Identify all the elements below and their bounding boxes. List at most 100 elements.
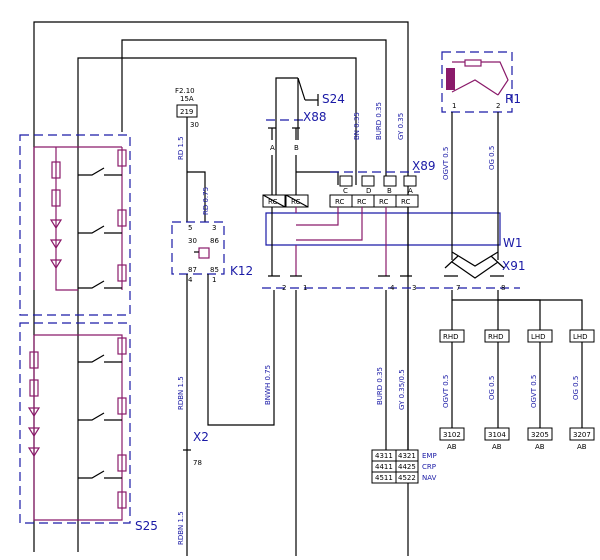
x88-pin-b: B xyxy=(294,144,299,152)
wire-burd035-b: BURD 0.35 xyxy=(376,367,384,405)
wire-rdbn15-a: RDBN 1.5 xyxy=(177,376,185,410)
w1-label: W1 xyxy=(503,236,523,250)
rc-3: RC xyxy=(335,198,345,206)
w1-block: W1 xyxy=(265,207,523,276)
rc-2: RC xyxy=(291,198,301,206)
terminal-id-4: 3207 xyxy=(573,431,591,439)
fuse-name: F2.10 xyxy=(175,87,195,95)
k12-pin-1: 1 xyxy=(212,276,216,284)
k12-pin-4: 4 xyxy=(188,276,193,284)
terminal-sub-1: AB xyxy=(447,443,457,451)
drive-label-1: RHD xyxy=(443,333,459,341)
code-a-nav: 4511 xyxy=(375,474,393,482)
fuse-id: 219 xyxy=(180,108,193,116)
terminal-box-2 xyxy=(484,427,510,441)
terminal-id-1: 3102 xyxy=(443,431,461,439)
wire-bnwh075: BNWH 0.75 xyxy=(264,365,272,405)
conn-pin-1: 1 xyxy=(303,284,307,292)
x89-pin-b: B xyxy=(387,187,392,195)
wire-og05-top: OG 0.5 xyxy=(488,146,496,170)
fuse-rating: 15A xyxy=(180,95,194,103)
drive-label-4: LHD xyxy=(573,333,588,341)
s24-label: S24 xyxy=(322,92,345,106)
wire-burd035: BURD 0.35 xyxy=(375,102,383,140)
wire-gy035-05: GY 0.35/0.5 xyxy=(398,369,406,410)
terminal-sub-2: AB xyxy=(492,443,502,451)
conn-pin-3: 3 xyxy=(412,284,416,292)
x88-connector: A B X88 S24 xyxy=(266,78,345,195)
r1-pin-2: 2 xyxy=(496,102,500,110)
wire-bn035: BN 0.35 xyxy=(353,112,361,140)
conn-pin-4: 4 xyxy=(390,284,395,292)
k12-pin-87: 87 xyxy=(188,266,197,274)
k12-coil xyxy=(198,247,210,259)
k12-pin-3: 3 xyxy=(212,224,216,232)
k12-relay: 5 3 30 86 87 85 4 1 K12 xyxy=(171,221,275,556)
terminal-sub-4: AB xyxy=(577,443,587,451)
wire-rd075: RD 0.75 xyxy=(202,187,210,215)
rc-blocks: RC RC RC RC RC RC xyxy=(262,194,419,208)
x89-connector: C D B A X89 BN 0.35 BURD 0.35 GY 0.35 xyxy=(296,102,436,195)
rc-5: RC xyxy=(379,198,389,206)
fuse-f2-10: F2.10 15A 219 30 RD 1.5 RD 0.75 xyxy=(175,87,210,222)
wire-rdbn15-b: RDBN 1.5 xyxy=(177,511,185,545)
x89-pin-a: A xyxy=(408,187,413,195)
terminal-box-3 xyxy=(527,427,553,441)
rc-4: RC xyxy=(357,198,367,206)
conn-pin-8: 8 xyxy=(501,284,505,292)
x89-label: X89 xyxy=(412,159,436,173)
drive-label-2: RHD xyxy=(488,333,504,341)
x89-pin-c: C xyxy=(343,187,348,195)
x2-connector: X2 78 RDBN 1.5 xyxy=(177,430,209,545)
k12-pin-5: 5 xyxy=(188,224,192,232)
s25-panel: S25 xyxy=(19,134,158,533)
code-a-crp: 4411 xyxy=(375,463,393,471)
x2-label: X2 xyxy=(193,430,209,444)
code-label-nav: NAV xyxy=(422,474,437,482)
terminal-id-3: 3205 xyxy=(531,431,549,439)
r1-component: 1 2 R1 OGVT 0.5 OG 0.5 xyxy=(441,51,521,260)
code-a-emp: 4311 xyxy=(375,452,393,460)
k12-pin-86: 86 xyxy=(210,237,219,245)
code-label-crp: CRP xyxy=(422,463,436,471)
x91-connector: X91 xyxy=(444,251,526,279)
x2-pin-78: 78 xyxy=(193,459,202,467)
k12-pin-85: 85 xyxy=(210,266,219,274)
terminal-sub-3: AB xyxy=(535,443,545,451)
code-b-emp: 4321 xyxy=(398,452,416,460)
s25-label: S25 xyxy=(135,519,158,533)
x88-pin-a: A xyxy=(270,144,275,152)
terminal-box-4 xyxy=(569,427,595,441)
code-label-emp: EMP xyxy=(422,452,437,460)
drive-terminals: RHD RHD LHD LHD OGVT 0.5 OG 0.5 OGVT 0.5… xyxy=(439,329,595,451)
terminal-box-1 xyxy=(439,427,465,441)
wire-ogvt05-b: OGVT 0.5 xyxy=(530,375,538,408)
r1-pin-1: 1 xyxy=(452,102,456,110)
rc-1: RC xyxy=(268,198,278,206)
x88-label: X88 xyxy=(303,110,327,124)
r1-label: R1 xyxy=(505,92,521,106)
top-wires xyxy=(33,21,409,556)
conn-pin-7: 7 xyxy=(456,284,460,292)
wire-ogvt05-a: OGVT 0.5 xyxy=(442,375,450,408)
code-table: 4311 4321 EMP 4411 4425 CRP 4511 4522 NA… xyxy=(371,449,437,484)
wire-og05-a: OG 0.5 xyxy=(488,376,496,400)
terminal-id-2: 3104 xyxy=(488,431,506,439)
drive-label-3: LHD xyxy=(531,333,546,341)
fuse-pin: 30 xyxy=(190,121,199,129)
r1-resistor-bar xyxy=(446,68,455,90)
drive-box-2 xyxy=(484,329,510,343)
wire-og05-b: OG 0.5 xyxy=(572,376,580,400)
conn-pin-2: 2 xyxy=(282,284,286,292)
wire-ogvt05-top: OGVT 0.5 xyxy=(442,147,450,180)
wire-gy035: GY 0.35 xyxy=(397,113,405,140)
wire-rd15: RD 1.5 xyxy=(177,136,185,160)
k12-label: K12 xyxy=(230,264,253,278)
code-b-crp: 4425 xyxy=(398,463,416,471)
rc-6: RC xyxy=(401,198,411,206)
x91-label: X91 xyxy=(502,259,526,273)
k12-pin-30: 30 xyxy=(188,237,197,245)
main-connector-row: 2 1 4 3 7 8 BNWH 0.75 RDBN 1.5 BURD 0.35… xyxy=(177,275,583,556)
